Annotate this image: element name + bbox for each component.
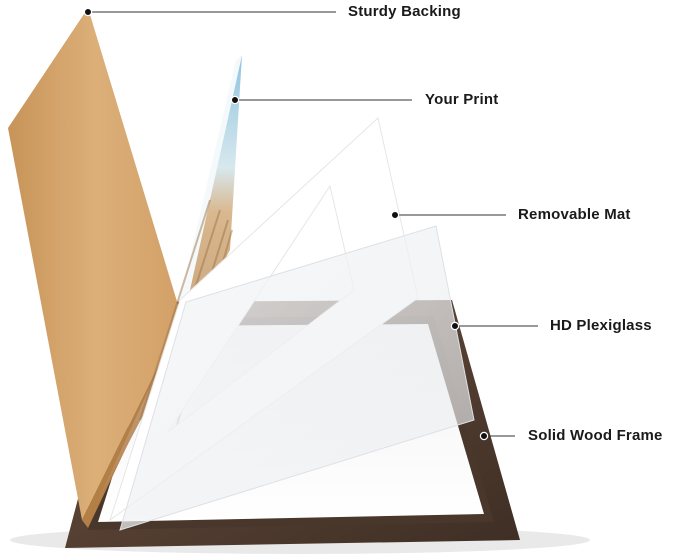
hd-plexiglass [119,225,475,531]
label-your-print: Your Print [425,91,499,108]
label-removable-mat: Removable Mat [518,206,631,223]
callout-dot-mat [390,210,400,220]
callout-dot-backing [83,7,93,17]
leader-lines [88,11,538,437]
callout-dot-print [230,95,240,105]
label-sturdy-backing: Sturdy Backing [348,3,461,20]
callout-dot-frame [479,431,489,441]
callout-dot-plexiglass [450,321,460,331]
label-hd-plexiglass: HD Plexiglass [550,317,652,334]
callout-dots [83,7,489,441]
label-solid-wood-frame: Solid Wood Frame [528,427,663,444]
